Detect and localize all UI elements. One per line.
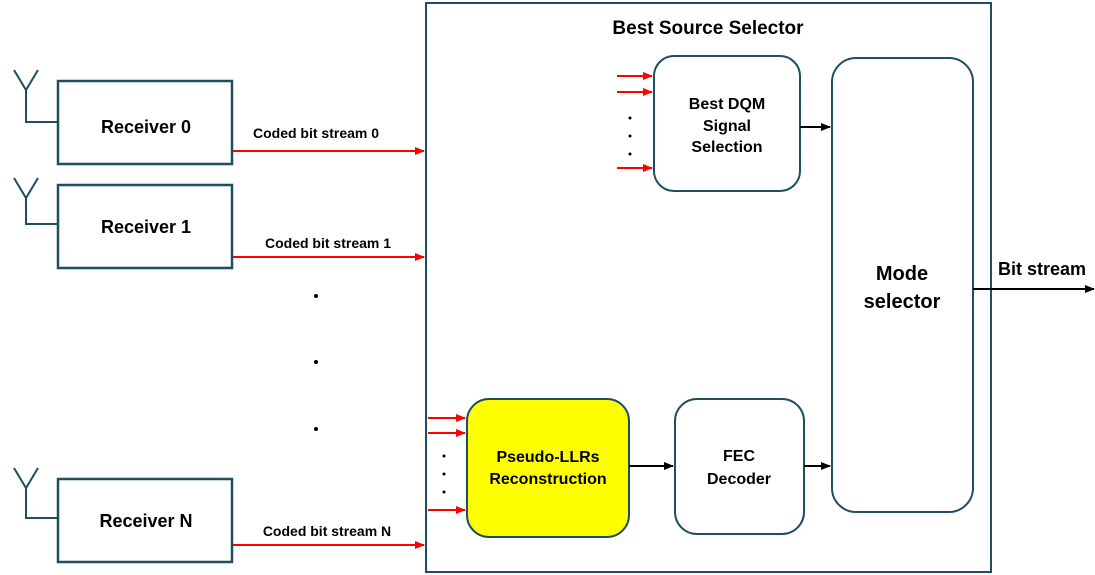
- antenna-icon: [13, 467, 58, 519]
- best-dqm-label-line-2: Signal: [703, 118, 751, 135]
- pseudo-llrs-block: [466, 398, 630, 538]
- coded-stream-0-label: Coded bit stream 0: [253, 125, 379, 141]
- receiver-1-box: [56, 183, 234, 270]
- best-source-selector-box: [425, 2, 992, 573]
- fec-decoder-label-line-1: FEC: [723, 448, 755, 465]
- ellipsis-dot: [442, 454, 446, 458]
- antenna-icon: [13, 177, 58, 225]
- ellipsis-dot: [628, 152, 632, 156]
- ellipsis-dot: [314, 427, 318, 431]
- best-dqm-label-line-1: Best DQM: [689, 96, 765, 113]
- mode-selector-block: [831, 57, 974, 513]
- receiver-1-label: Receiver 1: [101, 217, 191, 237]
- ellipsis-dot: [442, 490, 446, 494]
- mode-selector-label-line-2: selector: [864, 291, 941, 313]
- best-source-selector-title: Best Source Selector: [612, 18, 804, 39]
- ellipsis-dot: [314, 360, 318, 364]
- coded-stream-n-label: Coded bit stream N: [263, 523, 391, 539]
- best-dqm-block: [653, 55, 801, 192]
- best-dqm-label-line-3: Selection: [691, 139, 762, 156]
- receiver-0-box: [56, 79, 234, 166]
- pseudo-llrs-label-line-2: Reconstruction: [489, 471, 606, 488]
- receiver-n-box: [56, 477, 234, 564]
- ellipsis-dot: [314, 294, 318, 298]
- coded-stream-1-label: Coded bit stream 1: [265, 235, 391, 251]
- fec-decoder-label-line-2: Decoder: [707, 471, 771, 488]
- fec-decoder-block: [674, 398, 805, 535]
- pseudo-llrs-label-line-1: Pseudo-LLRs: [496, 449, 599, 466]
- bit-stream-output-label: Bit stream: [998, 259, 1086, 279]
- ellipsis-dot: [628, 134, 632, 138]
- ellipsis-dot: [628, 116, 632, 120]
- mode-selector-label-line-1: Mode: [876, 263, 928, 285]
- ellipsis-dot: [442, 472, 446, 476]
- receiver-0-label: Receiver 0: [101, 117, 191, 137]
- receiver-n-label: Receiver N: [99, 511, 192, 531]
- antenna-icon: [13, 69, 58, 123]
